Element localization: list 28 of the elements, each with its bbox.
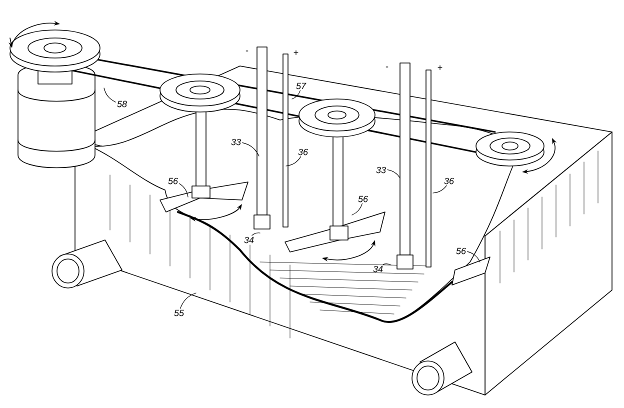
callout-number: 34: [373, 266, 383, 272]
polarity-sign: +: [438, 65, 442, 70]
callout-number: 56: [456, 248, 466, 254]
leader-line: [180, 292, 196, 309]
callout-number: 56: [358, 196, 368, 202]
leader-line: [179, 183, 188, 198]
leader-line: [286, 156, 302, 166]
callout-number: 36: [444, 178, 454, 184]
leader-line: [242, 142, 260, 156]
callout-number: 56: [168, 178, 178, 184]
leader-line: [352, 203, 363, 216]
leader-line: [432, 185, 447, 194]
leader-line: [467, 251, 480, 262]
callout-number: 33: [376, 166, 386, 174]
polarity-sign: +: [294, 50, 298, 55]
callout-number: 57: [296, 82, 306, 90]
leader-line: [292, 90, 301, 100]
callout-number: 55: [174, 310, 184, 316]
leader-line: [104, 88, 116, 102]
callout-number: 58: [117, 100, 127, 108]
polarity-sign: -: [386, 66, 388, 68]
leader-line: [382, 263, 392, 266]
leader-line: [387, 169, 400, 178]
callout-number: 34: [244, 236, 254, 244]
callout-number: 36: [298, 148, 308, 156]
leader-line: [252, 232, 260, 236]
polarity-sign: -: [246, 50, 248, 52]
callout-number: 33: [231, 138, 241, 146]
